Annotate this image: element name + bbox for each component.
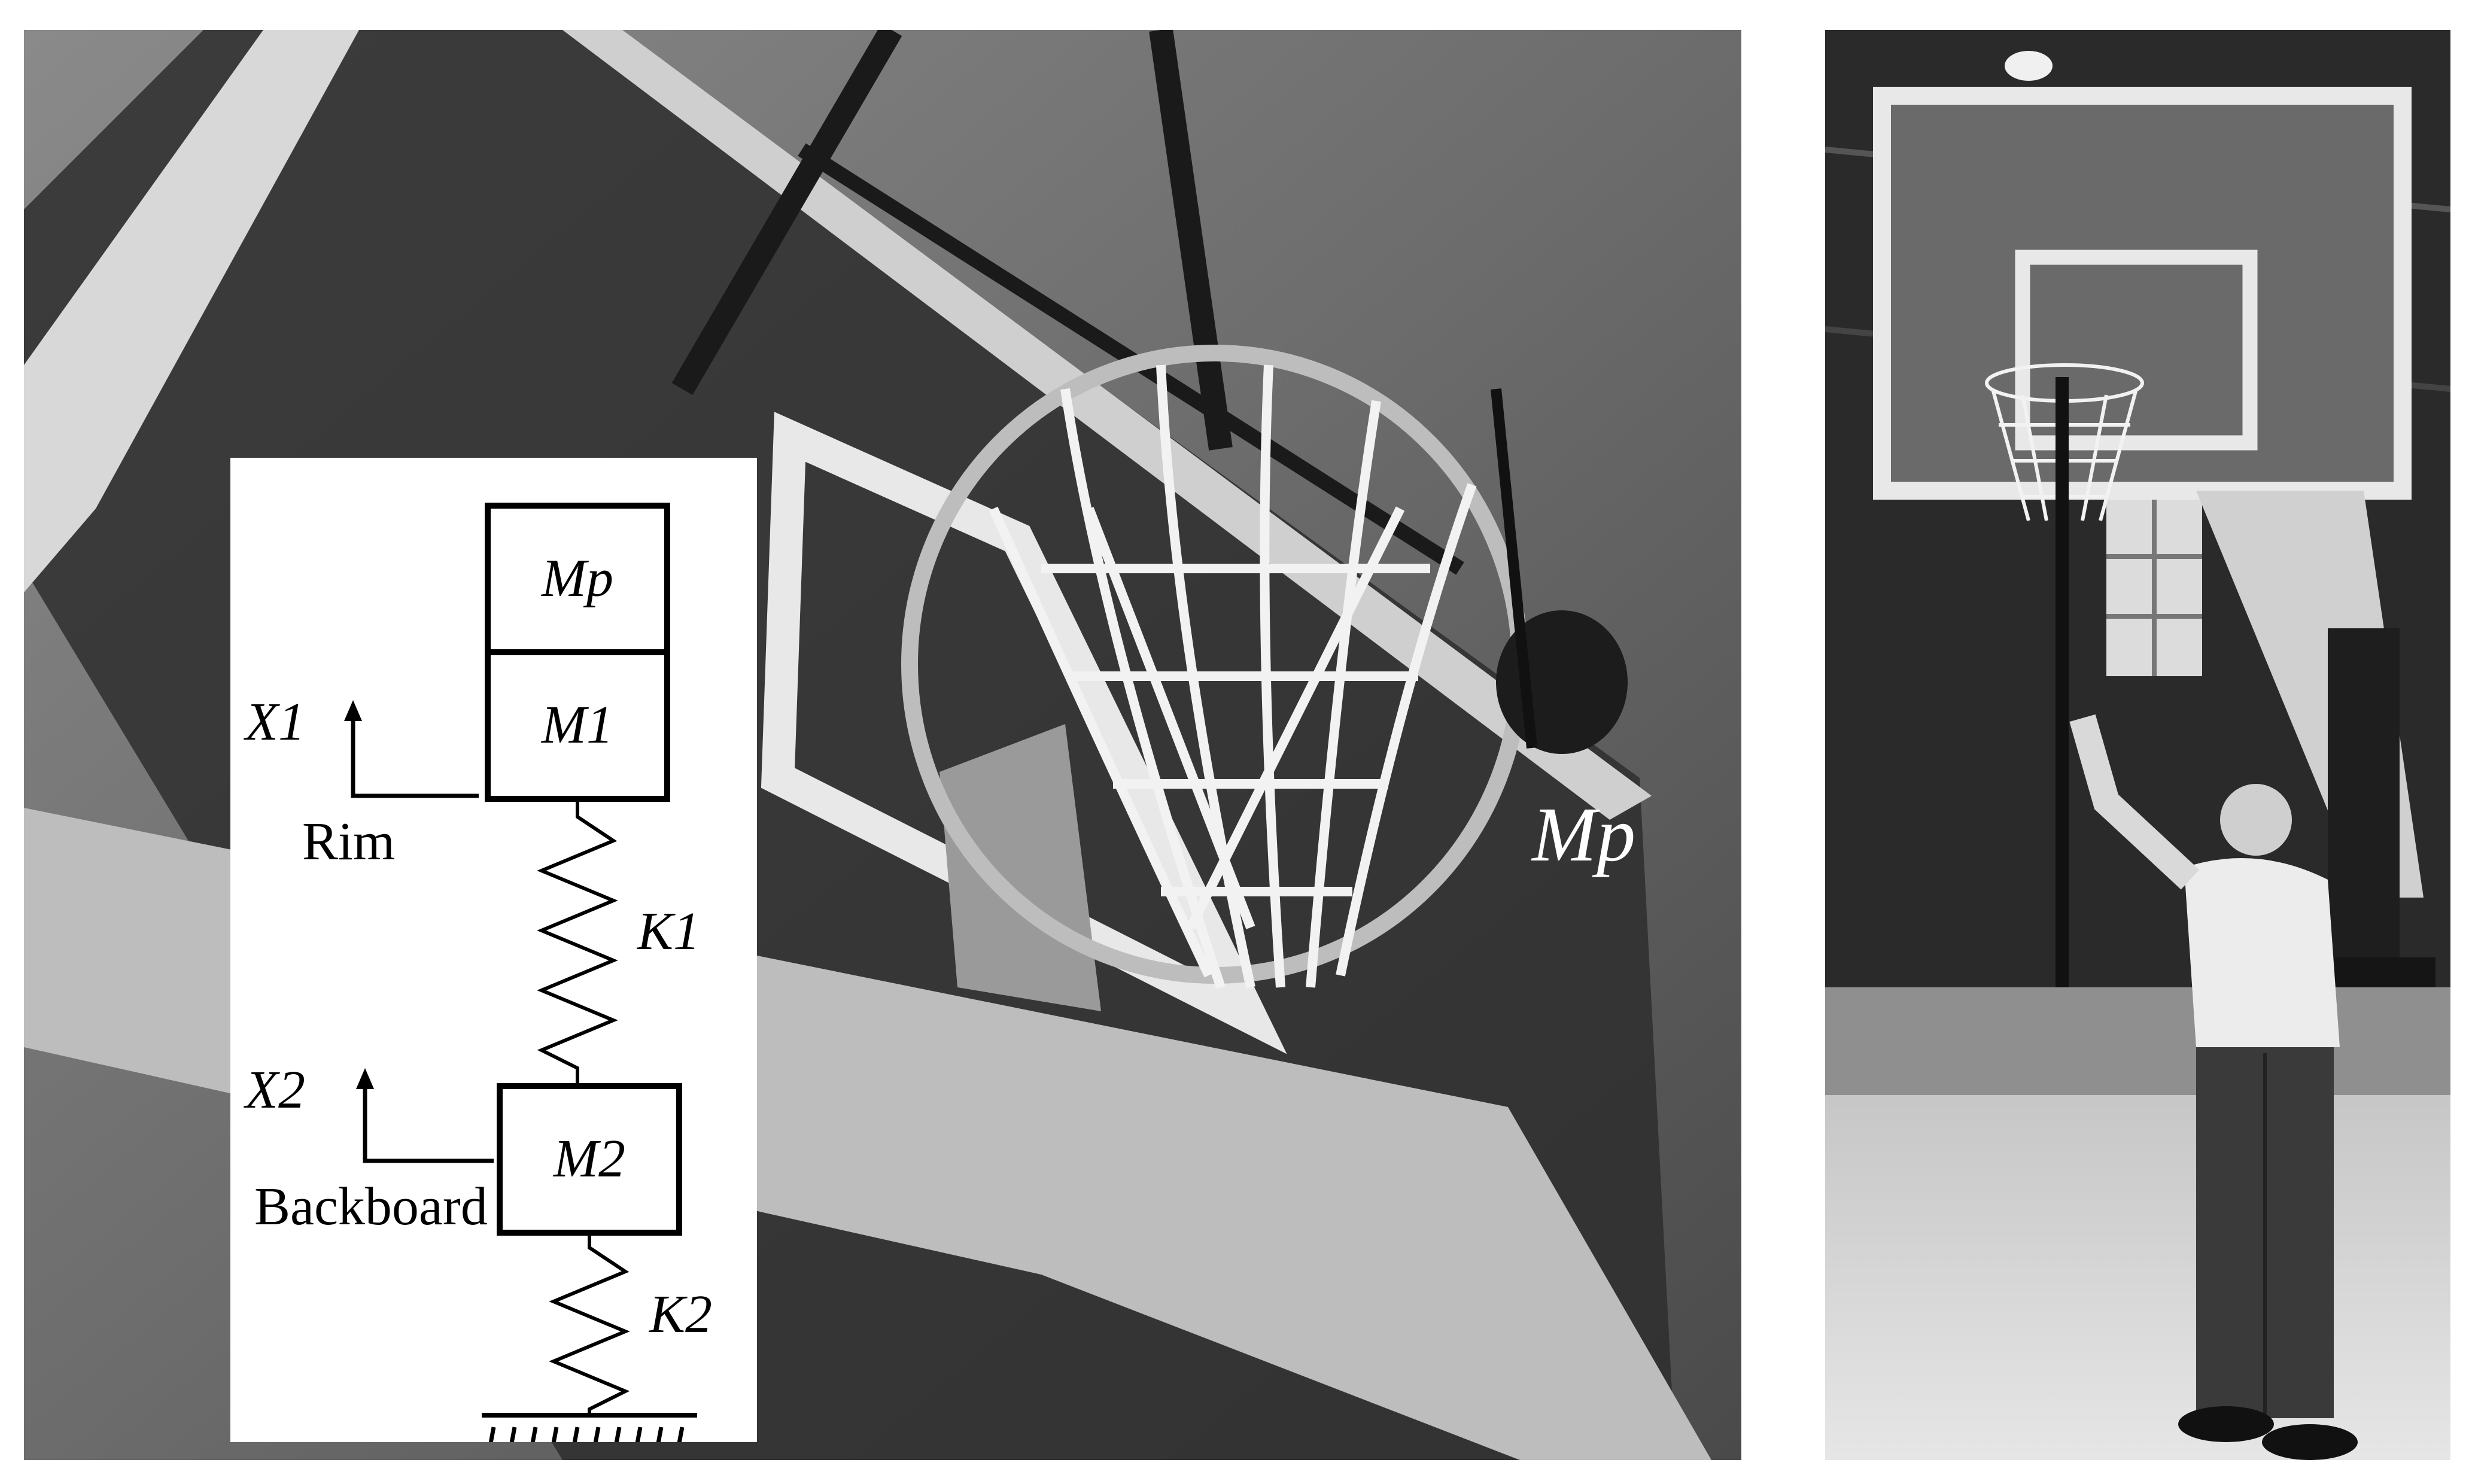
spring-mass-diagram: Mp M1 M2 K1 K2 X1 X2 Rim Backboard <box>230 458 757 1442</box>
mass-p-photo-label: Mp <box>1532 792 1636 878</box>
coord-1-arrow <box>351 712 479 798</box>
mass-p-box <box>485 503 670 655</box>
coord-2-label: X2 <box>245 1060 305 1120</box>
hoop-test-illustration <box>1825 30 2450 1460</box>
mass-p-label: Mp <box>542 549 613 608</box>
mass-1-label: M1 <box>542 695 613 755</box>
coord-2-arrow <box>363 1080 494 1163</box>
spring-1 <box>537 799 618 1086</box>
person-figure <box>2069 714 2358 1460</box>
coord-2-arrowhead <box>356 1068 374 1089</box>
rim-label: Rim <box>302 812 396 871</box>
spring-1-label: K1 <box>637 902 701 961</box>
coord-1-label: X1 <box>245 692 305 752</box>
ceiling-light-icon <box>2005 51 2053 81</box>
ground-hatch <box>488 1427 685 1442</box>
spring-2-label: K2 <box>649 1285 713 1344</box>
mass-2-box <box>497 1083 682 1236</box>
hoop-test-photo <box>1825 30 2450 1460</box>
backboard-label: Backboard <box>254 1177 488 1236</box>
coord-1-arrowhead <box>344 700 362 721</box>
mass-1-box <box>485 649 670 802</box>
spring-2 <box>549 1233 630 1415</box>
spring-mass-schematic <box>344 503 697 1442</box>
rim-closeup-photo: Mp M1 M2 K1 K2 X1 X2 Rim Backboard Mp <box>24 30 1741 1460</box>
mass-2-label: M2 <box>554 1129 625 1188</box>
